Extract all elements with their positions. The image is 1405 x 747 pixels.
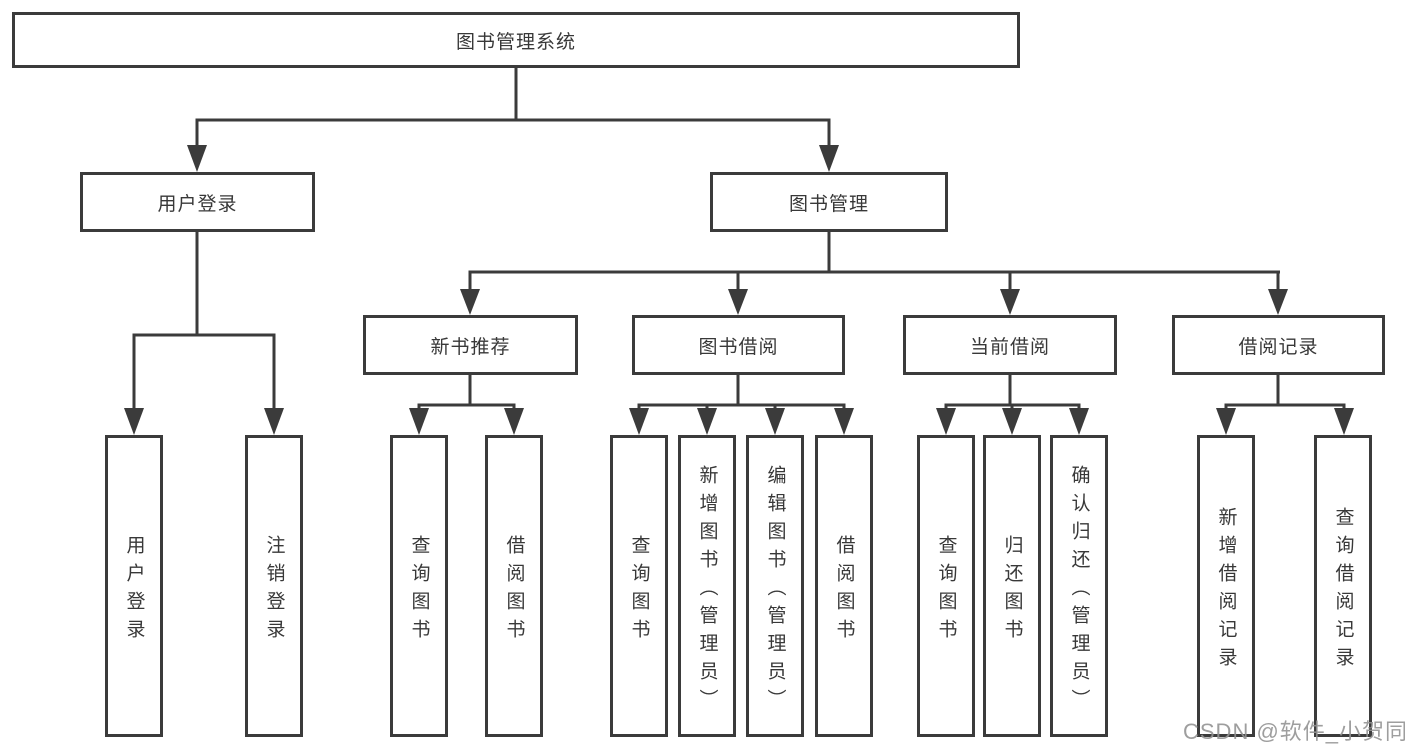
node-leaf-query-borrowing-record: 查询借阅记录 [1314,435,1372,737]
node-leaf-return-books: 归还图书 [983,435,1041,737]
node-leaf-borrow-books-recommend: 借阅图书 [485,435,543,737]
node-leaf-logout: 注销登录 [245,435,303,737]
node-borrowing-records: 借阅记录 [1172,315,1385,375]
node-leaf-confirm-return-admin: 确认归还（管理员） [1050,435,1108,737]
node-leaf-query-books-current: 查询图书 [917,435,975,737]
node-new-book-recommendation: 新书推荐 [363,315,578,375]
node-leaf-query-books-borrowing: 查询图书 [610,435,668,737]
node-leaf-borrow-books-borrowing: 借阅图书 [815,435,873,737]
node-leaf-add-book-admin: 新增图书（管理员） [678,435,736,737]
node-leaf-user-login: 用户登录 [105,435,163,737]
node-leaf-add-borrowing-record: 新增借阅记录 [1197,435,1255,737]
node-leaf-query-books-recommend: 查询图书 [390,435,448,737]
node-library-management-system: 图书管理系统 [12,12,1020,68]
csdn-watermark: CSDN @软件_小贺同学 [1183,719,1405,744]
node-current-borrowing: 当前借阅 [903,315,1117,375]
node-leaf-edit-book-admin: 编辑图书（管理员） [746,435,804,737]
node-book-management: 图书管理 [710,172,948,232]
node-book-borrowing: 图书借阅 [632,315,845,375]
node-user-login: 用户登录 [80,172,315,232]
